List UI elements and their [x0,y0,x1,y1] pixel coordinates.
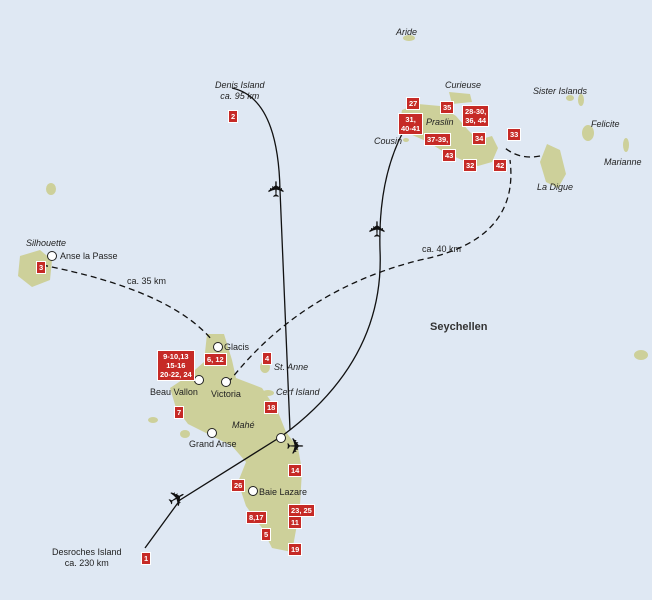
label-beau-vallon: Beau Vallon [150,387,198,397]
tour-marker[interactable]: 5 [261,528,272,541]
island-felicite [582,125,594,141]
route-desroches [144,435,283,549]
label-aride: Aride [396,27,418,37]
label-baie-lazare: Baie Lazare [259,487,308,497]
tour-marker[interactable]: 28-30, 36, 44 [462,105,490,127]
town-dot-icon [47,251,57,261]
label-victoria: Victoria [211,389,241,399]
island-mahe [170,334,302,552]
island-west-islet [46,183,56,195]
island-marianne [623,138,629,152]
label-praslin: Praslin [426,117,454,127]
island-therese [148,417,158,423]
tour-marker[interactable]: 32 [463,159,478,172]
tour-marker[interactable]: 6, 12 [204,353,227,366]
route-denis [231,87,291,431]
town-dot-icon [248,486,258,496]
tour-marker[interactable]: 4 [262,352,273,365]
tour-marker[interactable]: 18 [264,401,279,414]
tour-marker[interactable]: 3 [36,261,47,274]
town-dot-icon [207,428,217,438]
ferry-silhouette [41,264,213,341]
island-la-digue [540,144,566,188]
label-mahe: Mahé [232,420,255,430]
tour-marker[interactable]: 2 [228,110,239,123]
tour-marker[interactable]: 8,17 [246,511,267,524]
town-dot-icon [276,433,286,443]
route-praslin [281,131,404,437]
town-dot-icon [221,377,231,387]
town-dot-icon [213,342,223,352]
island-curieuse [449,92,472,104]
map-title: Seychellen [430,321,488,333]
island-conception [180,430,190,438]
label-sister-islands: Sister Islands [533,86,588,96]
airplane-icon: ✈ [286,434,305,459]
ferry-la-digue-praslin [504,147,541,158]
island-silhouette [18,250,52,287]
tour-marker[interactable]: 23, 25 [288,504,315,517]
denis-distance: ca. 95 km [220,91,260,101]
tour-marker[interactable]: 27 [406,97,421,110]
label-grand-anse: Grand Anse [189,439,237,449]
label-silhouette-distance: ca. 35 km [127,276,167,286]
label-silhouette: Silhouette [26,238,67,248]
label-curieuse: Curieuse [445,80,482,90]
ferry-la-digue [227,159,512,384]
tour-marker[interactable]: 42 [493,159,508,172]
tour-marker[interactable]: 19 [288,543,303,556]
tour-marker[interactable]: 31, 40-41 [398,113,424,135]
label-st-anne: St. Anne [274,362,309,372]
desroches-distance: ca. 230 km [64,558,109,568]
town-dot-icon [194,375,204,385]
island-sister-2 [578,94,584,106]
label-marianne: Marianne [604,157,642,167]
label-la-digue: La Digue [537,182,574,192]
tour-marker[interactable]: 14 [288,464,303,477]
tour-marker[interactable]: 7 [174,406,185,419]
tour-marker[interactable]: 37-39, [424,133,452,146]
label-la-digue-distance: ca. 40 km [422,244,462,254]
label-cerf-island: Cerf Island [276,387,320,397]
island-aride [403,35,415,41]
label-glacis: Glacis [224,342,250,352]
tour-marker[interactable]: 1 [141,552,152,565]
tour-marker[interactable]: 43 [442,149,457,162]
island-east-islet [634,350,648,360]
tour-marker[interactable]: 35 [440,101,455,114]
label-anse-la-passe: Anse la Passe [60,251,118,261]
label-felicite: Felicite [591,119,620,129]
tour-marker[interactable]: 9-10,13 15-16 20-22, 24 [157,350,195,381]
denis-name: Denis Island [215,80,265,90]
desroches-name: Desroches Island [52,547,122,557]
island-sister-1 [566,95,574,101]
tour-marker[interactable]: 33 [507,128,522,141]
tour-marker[interactable]: 11 [288,516,302,529]
tour-marker[interactable]: 34 [472,132,487,145]
label-cousin: Cousin [374,136,403,146]
tour-marker[interactable]: 26 [231,479,246,492]
airplane-icon: ✈ [365,219,391,239]
island-cousin [403,138,409,142]
island-cerf [262,390,274,396]
airplane-icon: ✈ [264,179,290,199]
